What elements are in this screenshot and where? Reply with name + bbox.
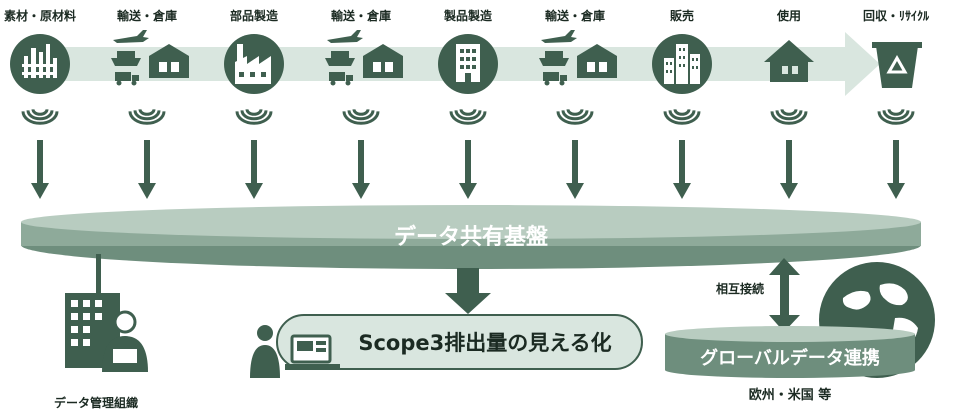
stage-label: 輸送・倉庫: [331, 8, 391, 23]
stage-1-icon: [10, 34, 70, 94]
stage-label: 製品製造: [443, 8, 493, 23]
stage-5-icon: [438, 34, 498, 94]
stage-label: 輸送・倉庫: [545, 8, 605, 23]
data-upload-arrow: [138, 140, 156, 199]
stage-label: 部品製造: [230, 8, 279, 23]
interconnect-arrow: [769, 258, 800, 332]
transport-warehouse-icon: [325, 30, 403, 86]
platform-to-scope3-arrow: [445, 268, 491, 314]
transport-warehouse-icon: [111, 30, 189, 86]
wireless-signal-icon: [877, 109, 915, 125]
data-upload-arrow: [352, 140, 370, 199]
interconnect-label: 相互接続: [716, 281, 764, 296]
person-icon: [102, 310, 148, 372]
data-sharing-platform: データ共有基盤: [21, 205, 921, 269]
wireless-signal-icon: [128, 109, 166, 125]
data-upload-arrow: [31, 140, 49, 199]
wireless-signal-icon: [342, 109, 380, 125]
data-upload-arrow: [780, 140, 798, 199]
transport-warehouse-icon: [539, 30, 617, 86]
analyst-at-monitor-icon: [250, 325, 340, 378]
wireless-signal-icon: [556, 109, 594, 125]
global-label: グローバルデータ連携: [700, 347, 880, 369]
stage-label: 輸送・倉庫: [117, 8, 177, 23]
global-data-cylinder: グローバルデータ連携: [665, 326, 915, 378]
stage-label: 回収・ﾘｻｲｸﾙ: [863, 9, 930, 23]
wireless-signal-icon: [21, 109, 59, 125]
org-connector-line: [96, 254, 101, 294]
stage-label: 素材・原材料: [4, 8, 76, 23]
wireless-signal-icon: [235, 109, 273, 125]
wireless-signal-icon: [449, 109, 487, 125]
platform-label: データ共有基盤: [394, 224, 549, 250]
stage-label: 販売: [670, 8, 694, 23]
region-label: 欧州・米国 等: [749, 387, 832, 403]
scope3-banner: Scope3排出量の見える化: [276, 314, 643, 370]
stage-8-icon: [764, 40, 814, 82]
stage-label: 使用: [776, 8, 801, 23]
wireless-signal-icon: [663, 109, 701, 125]
scope3-label: Scope3排出量の見える化: [358, 331, 611, 355]
stage-3-icon: [224, 34, 284, 94]
data-upload-arrow: [887, 140, 905, 199]
data-upload-arrow: [245, 140, 263, 199]
stage-7-icon: [652, 34, 712, 94]
data-upload-arrow: [673, 140, 691, 199]
data-upload-arrow: [566, 140, 584, 199]
stage-9-icon: [872, 42, 922, 88]
wireless-signal-icon: [770, 109, 808, 125]
data-upload-arrow: [459, 140, 477, 199]
org-label: データ管理組織: [54, 395, 138, 410]
office-building-icon: [65, 293, 120, 368]
